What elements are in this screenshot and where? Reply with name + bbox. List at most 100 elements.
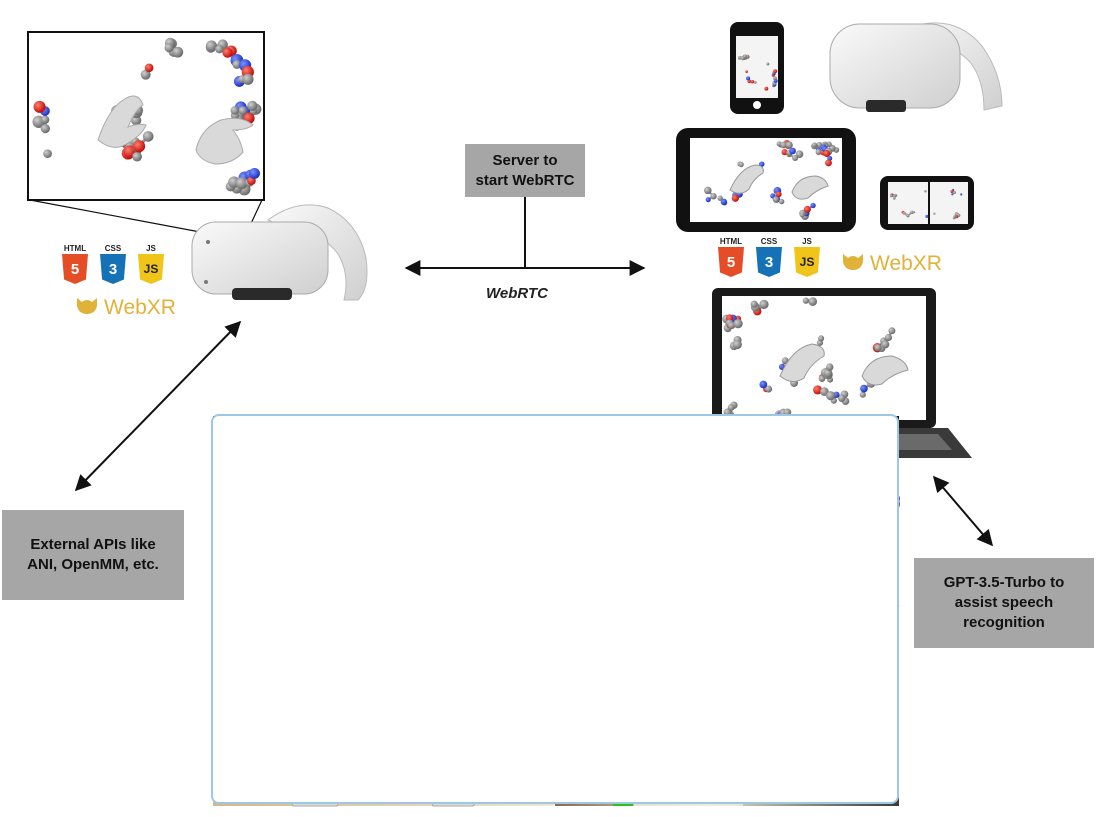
html5-label: HTML [63, 244, 87, 253]
molecule-atom [960, 193, 963, 196]
molecule-atom [775, 191, 782, 198]
molecule-atom [765, 385, 773, 393]
molecule-atom [164, 43, 174, 53]
external-apis-box: External APIs like ANI, OpenMM, etc. [2, 510, 184, 600]
webrtc-label: WebRTC [486, 285, 548, 302]
molecule-atom [813, 385, 823, 395]
molecule-atom [953, 191, 957, 194]
js-label: JS [146, 244, 156, 253]
vr-scenes-frame [211, 414, 899, 804]
molecule-atom [738, 161, 744, 168]
webxr-logo-left: WebXR [76, 296, 176, 320]
molecule-atom [912, 211, 916, 214]
molecule-atom [132, 151, 142, 162]
molecule-atom [727, 404, 735, 411]
molecule-atom [772, 196, 780, 203]
molecule-atom [818, 375, 826, 382]
molecule-atom [249, 167, 260, 179]
molecule-atom [745, 70, 748, 73]
molecule-atom [731, 194, 739, 202]
gpt-arrow [932, 475, 994, 547]
css3-icon: 3 [100, 254, 126, 284]
molecule-atom [205, 40, 217, 52]
molecule-atom [933, 212, 936, 215]
molecule-atom [810, 202, 816, 209]
molecule-atom [953, 214, 957, 218]
hand-model [791, 175, 829, 200]
molecule-atom [902, 211, 906, 215]
html5-label: HTML [719, 237, 743, 246]
webxr-logo-right: WebXR [842, 252, 942, 276]
molecule-atom [215, 44, 224, 54]
molecule-atom [232, 60, 242, 69]
server-box-label: Server to start WebRTC [475, 151, 575, 189]
molecule-atom [818, 335, 825, 342]
molecule-atom [732, 340, 742, 350]
molecule-atom [40, 124, 50, 134]
molecule-atom [825, 159, 832, 167]
smartphone [730, 22, 784, 114]
molecule-atom [789, 147, 796, 155]
webxr-label: WebXR [870, 252, 942, 275]
tech-badges-left: HTML 5 CSS 3 JS JS [60, 244, 166, 284]
webxr-icon [76, 296, 98, 320]
molecule-atom [837, 394, 846, 402]
css3-label: CSS [760, 237, 778, 246]
vr-headset-right [829, 22, 1003, 112]
molecule-atom [815, 148, 822, 156]
molecule-atom [823, 150, 831, 157]
webxr-icon [842, 252, 864, 276]
molecule-atom [717, 195, 723, 201]
server-box: Server to start WebRTC [465, 144, 585, 197]
molecule-atom [705, 197, 711, 203]
molecule-atom [222, 47, 233, 58]
molecule-atom [874, 344, 882, 352]
molecule-atom [773, 76, 777, 81]
molecule-atom [773, 69, 778, 74]
molecule-atom [859, 391, 866, 398]
molecule-atom [764, 86, 769, 91]
html5-badge: HTML 5 [60, 244, 90, 284]
molecule-atom [747, 79, 752, 84]
molecule-atom [802, 297, 810, 304]
css3-badge: CSS 3 [754, 237, 784, 277]
molecule-atom [144, 63, 154, 73]
js-label: JS [802, 237, 812, 246]
molecule-atom [792, 154, 799, 161]
hand-model [729, 164, 764, 194]
molecule-atom [140, 69, 151, 80]
molecule-atom [826, 391, 836, 401]
molecule-atom [750, 80, 755, 84]
molecule-atom [925, 214, 929, 218]
external-apis-label: External APIs like ANI, OpenMM, etc. [27, 536, 159, 573]
molecule-atom [881, 340, 890, 349]
molecule-atom [781, 149, 788, 156]
molecule-atom [33, 100, 46, 113]
vr-inset-view [27, 31, 265, 201]
molecule-atom [172, 46, 184, 58]
molecule-atom [238, 106, 248, 115]
tablet [676, 128, 856, 232]
css3-label: CSS [104, 244, 122, 253]
molecule-atom [888, 327, 896, 335]
molecule-atom [142, 131, 154, 142]
html5-badge: HTML 5 [716, 237, 746, 277]
molecule-atom [710, 193, 717, 200]
molecule-atom [884, 333, 893, 342]
gpt-label: GPT-3.5-Turbo to assist speech recogniti… [943, 574, 1065, 631]
molecule-atom [743, 54, 747, 59]
molecule-atom [808, 297, 818, 306]
molecule-atom [950, 190, 954, 193]
hand-model [779, 343, 825, 382]
html5-icon: 5 [718, 247, 744, 277]
gpt-box: GPT-3.5-Turbo to assist speech recogniti… [914, 558, 1094, 648]
css3-icon: 3 [756, 247, 782, 277]
molecule-atom [812, 142, 817, 148]
molecule-atom [704, 186, 712, 195]
html5-icon: 5 [62, 254, 88, 284]
molecule-atom [893, 194, 897, 198]
vr-headset-left [191, 204, 368, 301]
hand-model [195, 117, 254, 165]
molecule-atom [41, 115, 50, 124]
js-icon: JS [794, 247, 820, 277]
